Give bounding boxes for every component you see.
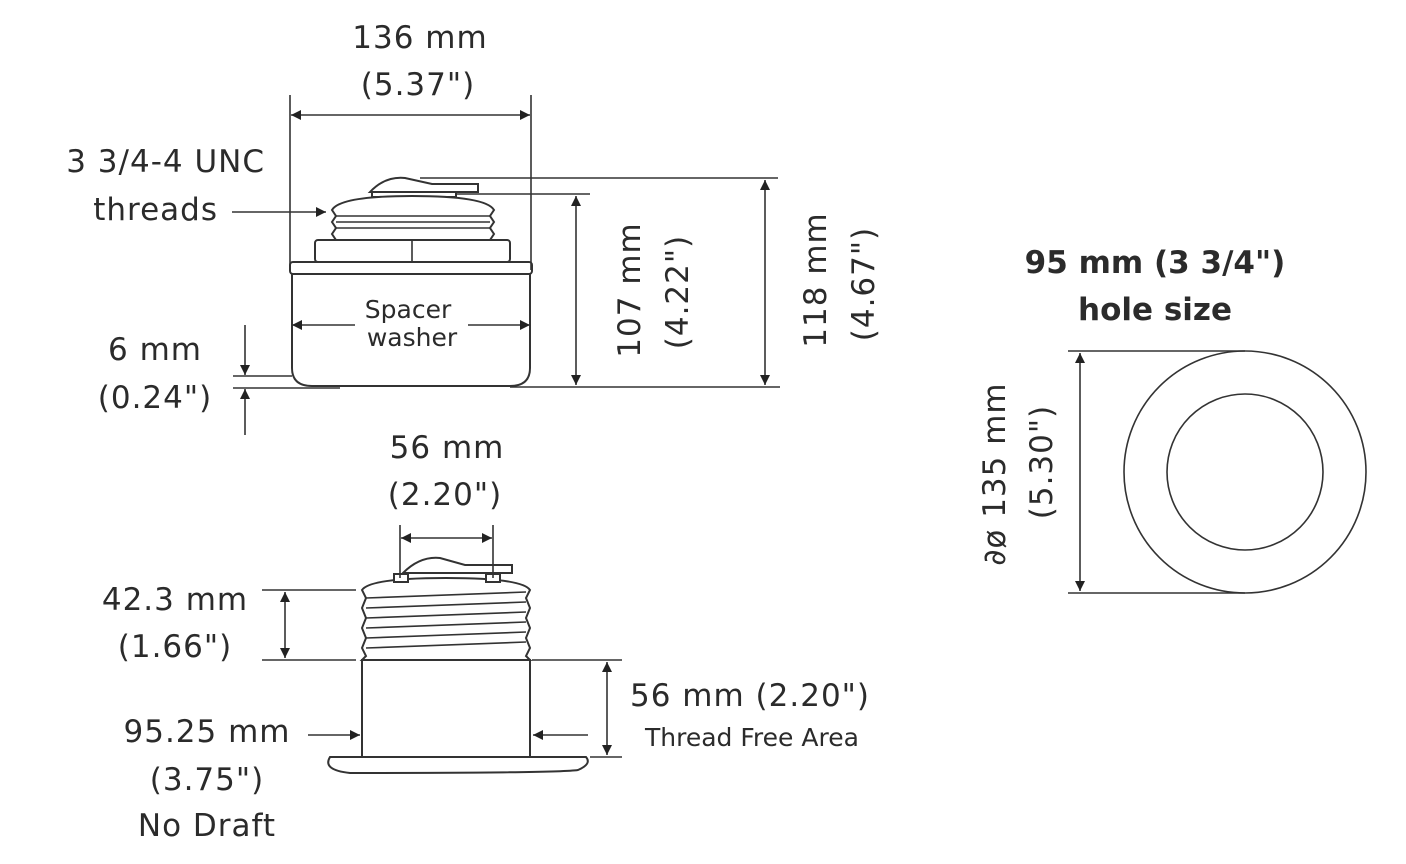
body-dia-mm-label: 95.25 mm (124, 714, 291, 750)
threads-label-1: 3 3/4-4 UNC (66, 144, 265, 180)
spacer-label-2: washer (367, 323, 458, 352)
bottom-transducer-drawing (327, 556, 589, 775)
thread-mm-label: 42.3 mm (102, 582, 248, 618)
thread-free-dimension: 56 mm (2.20") Thread Free Area (532, 659, 870, 758)
hole-size-drawing: 95 mm (3 3/4") hole size ∂ø 135 mm (5.30… (977, 245, 1367, 594)
top-width-56-dimension: 56 mm (2.20") (388, 430, 505, 578)
height1-mm-label: 107 mm (612, 222, 648, 357)
hole-dia-in-label: (5.30") (1024, 405, 1060, 519)
hole-title-2: hole size (1078, 292, 1232, 328)
body-dia-in-label: (3.75") (150, 762, 264, 798)
height-118-dimension: 118 mm (4.67") (420, 177, 882, 385)
thread-free-sub: Thread Free Area (644, 723, 859, 752)
hole-title-1: 95 mm (3 3/4") (1025, 245, 1286, 281)
top-width-dimension: 136 mm (5.37") (289, 20, 532, 270)
thread-height-dimension: 42.3 mm (1.66") (102, 582, 356, 665)
height1-in-label: (4.22") (660, 235, 696, 349)
body-diameter-dimension: 95.25 mm (3.75") No Draft (124, 714, 588, 844)
height2-mm-label: 118 mm (798, 212, 834, 347)
width-in-label: (5.37") (361, 67, 475, 103)
width-mm-label: 136 mm (352, 20, 487, 56)
threads-label-2: threads (93, 192, 218, 228)
thread-free-label: 56 mm (2.20") (630, 678, 870, 714)
top56-mm-label: 56 mm (390, 430, 505, 466)
top-transducer-drawing (289, 176, 533, 387)
no-draft-label: No Draft (138, 808, 276, 844)
washer-in-label: (0.24") (98, 380, 212, 416)
threads-callout: 3 3/4-4 UNC threads (66, 144, 326, 228)
washer-thickness-dimension: 6 mm (0.24") (98, 325, 340, 435)
hole-dia-mm-label: ∂ø 135 mm (977, 382, 1013, 565)
top56-in-label: (2.20") (388, 477, 502, 513)
spacer-washer-callout: Spacer washer (292, 295, 530, 352)
height-107-dimension: 107 mm (4.22") (456, 193, 780, 388)
spacer-label-1: Spacer (365, 295, 452, 324)
washer-mm-label: 6 mm (108, 332, 202, 368)
height2-in-label: (4.67") (846, 227, 882, 341)
thread-in-label: (1.66") (118, 629, 232, 665)
